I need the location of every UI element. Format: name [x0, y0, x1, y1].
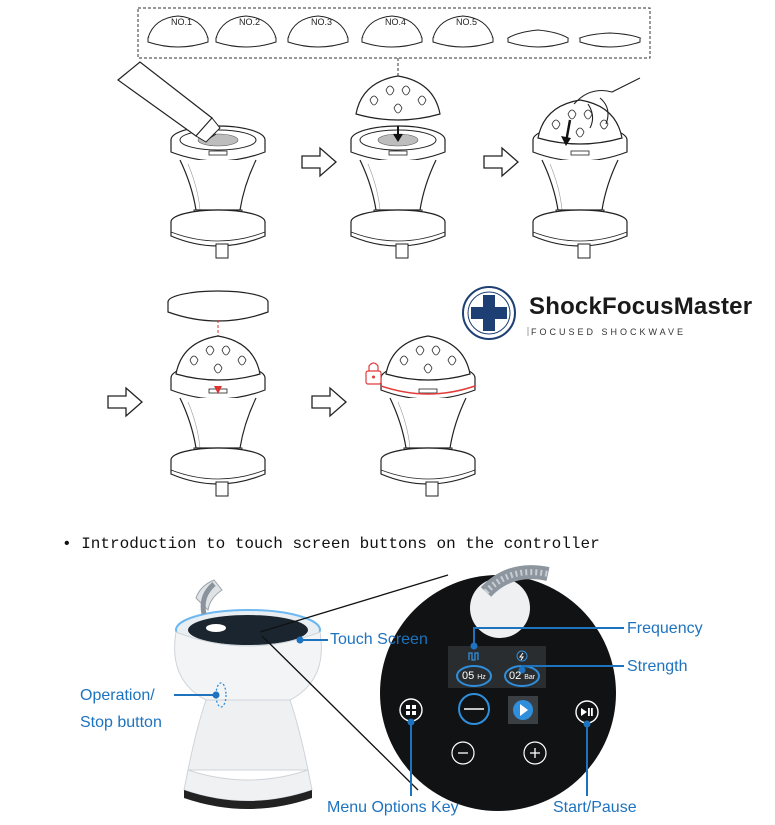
cap-label-2: NO.2	[239, 17, 261, 27]
touch-screen-label: Touch Screen	[330, 631, 428, 648]
touchscreen-zoom	[380, 565, 616, 811]
cap-label-5: NO.5	[456, 17, 478, 27]
cap-label-3: NO.3	[311, 17, 333, 27]
minus-icon	[451, 741, 475, 765]
plus-icon	[523, 741, 547, 765]
frequency-icon	[468, 652, 479, 661]
strength-icon	[516, 650, 528, 662]
frequency-value: 05	[462, 670, 475, 682]
strength-label: Strength	[627, 658, 688, 675]
frequency-label: Frequency	[627, 620, 703, 637]
menu-key-label: Menu Options Key	[327, 799, 459, 816]
gel-bottle-illustration	[117, 61, 221, 143]
strength-value: 02	[509, 670, 522, 682]
cap-label-4: NO.4	[385, 17, 407, 27]
brand-name: ShockFocusMaster	[529, 293, 753, 320]
cap-label-1: NO.1	[171, 17, 193, 27]
frequency-unit: Hz	[477, 674, 486, 681]
strength-unit: Bar	[524, 674, 536, 681]
operation-label-line1: Operation/	[80, 687, 155, 704]
brand-logo-icon	[462, 286, 516, 340]
device-photo	[174, 579, 322, 809]
operation-label-line2: Stop button	[80, 714, 162, 731]
lock-icon	[365, 362, 382, 385]
start-pause-label: Start/Pause	[553, 799, 637, 816]
intro-heading: • Introduction to touch screen buttons o…	[62, 535, 600, 553]
brand-tagline: FOCUSED SHOCKWAVE	[531, 327, 687, 337]
